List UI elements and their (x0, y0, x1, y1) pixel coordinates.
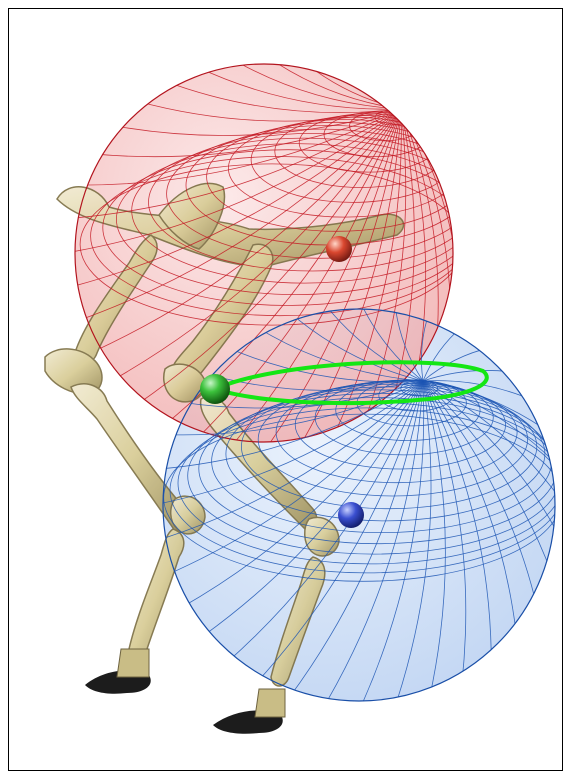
skeleton-spheres-illustration (9, 9, 562, 770)
sphere-longitude-line (392, 101, 401, 109)
left-fetlock-joint (171, 496, 205, 534)
left-hoof-band (117, 649, 149, 677)
right-hoof-band (255, 689, 285, 717)
left-pastern-bone (129, 529, 184, 658)
sphere-longitude-line (401, 109, 416, 125)
figure-frame (8, 8, 563, 771)
joint-sphere-marker (200, 374, 230, 404)
upper-sphere-center-marker (326, 236, 352, 262)
lower-sphere-center-marker (338, 502, 364, 528)
